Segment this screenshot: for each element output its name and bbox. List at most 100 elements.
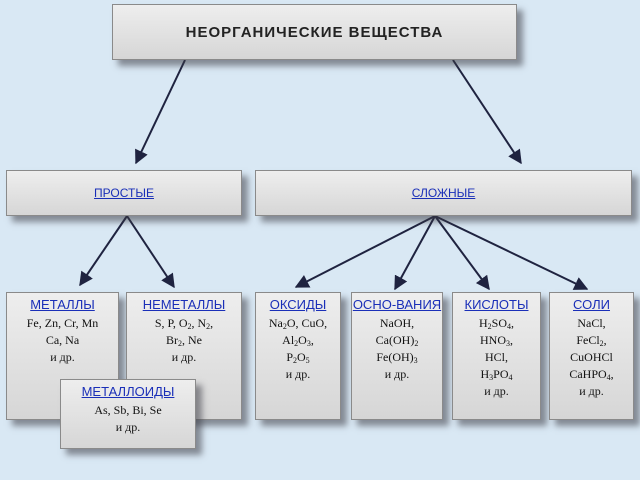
formula-text: CuOHCl: [570, 350, 613, 364]
formula-text: O: [298, 333, 307, 347]
formula-text: Al: [282, 333, 295, 347]
subscript: 2: [206, 322, 211, 331]
formula-text: H: [480, 367, 490, 381]
subscript: 2: [293, 356, 297, 365]
complex-substances-link[interactable]: СЛОЖНЫЕ: [411, 186, 476, 200]
formula-text: HCl,: [484, 350, 508, 364]
formula-text: ,: [210, 316, 214, 330]
formula-text: Ca(OH): [375, 333, 415, 347]
subscript: 2: [414, 339, 419, 348]
formula-text: H: [478, 316, 488, 330]
salts-formula-line: CaHPO4,: [550, 366, 633, 383]
formula-text: FeCl: [576, 333, 600, 347]
subscript: 3: [489, 373, 494, 382]
salts-title-link[interactable]: СОЛИ: [573, 297, 610, 312]
salts-formula-line: NaCl,: [550, 315, 633, 332]
nonmetals-formula-line: S, P, O2, N2,: [127, 315, 241, 332]
subscript: 2: [282, 322, 287, 331]
formula-text: O, CuO,: [286, 316, 328, 330]
formula-text: PO: [493, 367, 509, 381]
subscript: 2: [187, 322, 192, 331]
formula-text: Ca, Na: [45, 333, 80, 347]
bases-formula-line: и др.: [352, 366, 442, 383]
bases-formula-line: NaOH,: [352, 315, 442, 332]
formula-text: ,: [603, 333, 607, 347]
root-inorganic-substances: НЕОРГАНИЧЕСКИЕ ВЕЩЕСТВА: [112, 4, 517, 60]
formula-text: NaOH,: [379, 316, 415, 330]
metalloids-formula-line: и др.: [61, 419, 195, 436]
subscript: 3: [306, 339, 311, 348]
oxides-formula-line: Al2O3,: [256, 332, 340, 349]
metals-formula-line: Fe, Zn, Cr, Mn: [7, 315, 118, 332]
subscript: 4: [606, 373, 611, 382]
formula-text: NaCl,: [577, 316, 606, 330]
arrow-complex-to-acids: [434, 215, 490, 291]
subscript: 2: [178, 339, 182, 348]
formula-text: , N: [191, 316, 207, 330]
root-label: НЕОРГАНИЧЕСКИЕ ВЕЩЕСТВА: [185, 23, 444, 41]
formula-text: и др.: [115, 420, 141, 434]
metals-formula-line: и др.: [7, 349, 118, 366]
formula-text: и др.: [579, 384, 604, 398]
metalloids-formula-line: As, Sb, Bi, Se: [61, 402, 195, 419]
formula-text: ,: [310, 333, 314, 347]
subscript: 4: [507, 322, 511, 331]
subscript: 4: [508, 373, 513, 382]
complex-substances-box[interactable]: СЛОЖНЫЕ: [255, 170, 632, 216]
bases-formula-line: Fe(OH)3: [352, 349, 442, 366]
formula-text: , Ne: [182, 333, 202, 347]
bases-title-link[interactable]: ОСНО-ВАНИЯ: [352, 297, 442, 312]
oxides-formula-line: P2O5: [256, 349, 340, 366]
formula-text: и др.: [50, 350, 75, 364]
subscript: 3: [506, 339, 510, 348]
arrow-simple-to-nonmetals: [126, 215, 175, 289]
arrow-complex-to-oxides: [294, 215, 436, 288]
nonmetals-formula-line: и др.: [127, 349, 241, 366]
formula-text: As, Sb, Bi, Se: [94, 403, 162, 417]
formula-text: HNO: [480, 333, 506, 347]
salts-formula-line: FeCl2,: [550, 332, 633, 349]
formula-text: S, P, O: [154, 316, 188, 330]
acids-formula-line: HCl,: [453, 349, 540, 366]
formula-text: O: [297, 350, 306, 364]
nonmetals-title-link[interactable]: НЕМЕТАЛЛЫ: [142, 297, 226, 312]
arrow-complex-to-salts: [434, 215, 589, 290]
salts-formula-line: CuOHCl: [550, 349, 633, 366]
formula-text: и др.: [384, 367, 410, 381]
oxides-title-link[interactable]: ОКСИДЫ: [269, 297, 327, 312]
acids-formula-line: H3PO4: [453, 366, 540, 383]
formula-text: и др.: [171, 350, 197, 364]
acids-formula-line: HNO3,: [453, 332, 540, 349]
subscript: 5: [305, 356, 310, 365]
arrow-simple-to-metals: [79, 215, 128, 287]
formula-text: Br: [166, 333, 178, 347]
oxides-formula-line: и др.: [256, 366, 340, 383]
nonmetals-formula-line: Br2, Ne: [127, 332, 241, 349]
formula-text: ,: [511, 316, 514, 330]
metals-title-link[interactable]: МЕТАЛЛЫ: [30, 297, 95, 312]
formula-text: SO: [491, 316, 507, 330]
formula-text: и др.: [484, 384, 509, 398]
simple-substances-link[interactable]: ПРОСТЫЕ: [94, 186, 154, 200]
formula-text: P: [286, 350, 293, 364]
arrow-root-to-complex: [452, 59, 522, 165]
simple-substances-box[interactable]: ПРОСТЫЕ: [6, 170, 242, 216]
formula-text: и др.: [285, 367, 311, 381]
formula-text: Fe, Zn, Cr, Mn: [26, 316, 99, 330]
formula-text: ,: [610, 367, 614, 381]
metalloids-title-link[interactable]: МЕТАЛЛОИДЫ: [81, 384, 175, 399]
bases-formula-line: Ca(OH)2: [352, 332, 442, 349]
subscript: 2: [599, 339, 604, 348]
oxides-formula-line: Na2O, CuO,: [256, 315, 340, 332]
subscript: 2: [294, 339, 299, 348]
formula-text: Na: [268, 316, 283, 330]
formula-text: CaHPO: [569, 367, 607, 381]
metals-formula-line: Ca, Na: [7, 332, 118, 349]
salts-formula-line: и др.: [550, 383, 633, 400]
subscript: 3: [413, 356, 418, 365]
acids-title-link[interactable]: КИСЛОТЫ: [464, 297, 529, 312]
